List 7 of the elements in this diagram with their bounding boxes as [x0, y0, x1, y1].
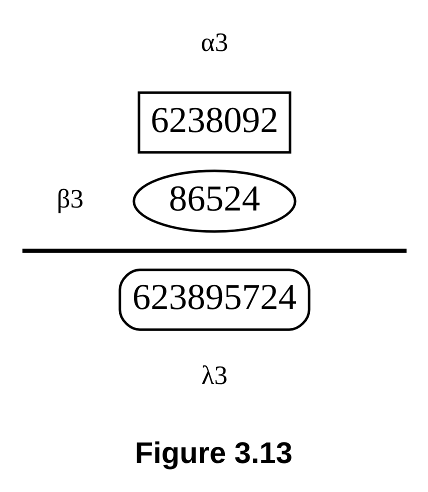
node-label: β3: [56, 184, 83, 214]
caption: Figure 3.13: [134, 437, 292, 470]
node-label: λ3: [200, 360, 228, 390]
node-box: 623895724: [118, 268, 310, 331]
node-box: 6238092: [137, 91, 291, 154]
node-label: α3: [200, 26, 228, 57]
node-ellipse: 86524: [132, 170, 296, 233]
